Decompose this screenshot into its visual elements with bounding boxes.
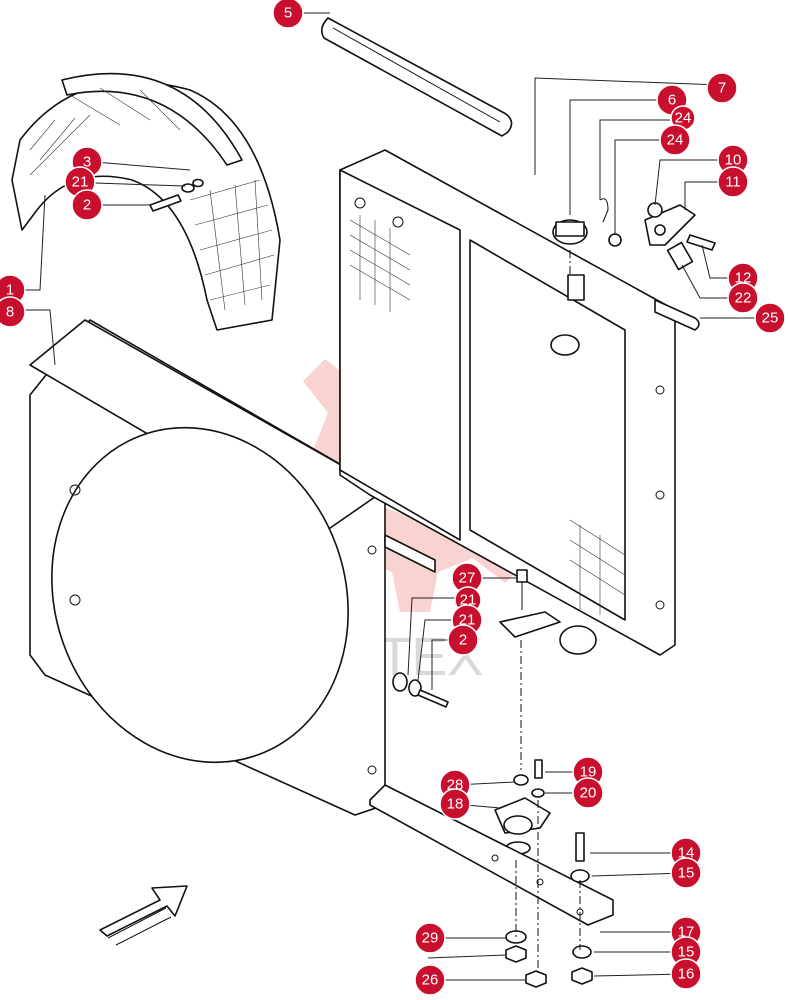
callout-24: 24 <box>659 124 691 156</box>
svg-text:2: 2 <box>459 632 467 649</box>
callout-2-middle: 2 <box>447 624 479 656</box>
svg-text:29: 29 <box>422 930 439 947</box>
svg-text:24: 24 <box>667 132 684 149</box>
svg-text:7: 7 <box>718 80 726 97</box>
callout-15-lower: 15 <box>670 936 702 968</box>
svg-text:24: 24 <box>675 110 692 127</box>
svg-text:19: 19 <box>580 764 597 781</box>
svg-text:2: 2 <box>83 197 91 214</box>
callout-25: 25 <box>754 302 786 334</box>
svg-text:25: 25 <box>762 310 779 327</box>
svg-text:21: 21 <box>72 174 89 191</box>
callout-24-hidden: 24 <box>670 105 696 131</box>
svg-text:18: 18 <box>447 796 464 813</box>
svg-text:11: 11 <box>725 174 741 191</box>
svg-text:15: 15 <box>678 944 695 961</box>
callout-7: 7 <box>706 72 738 104</box>
callout-20: 20 <box>572 777 604 809</box>
hose-part <box>320 17 513 137</box>
callout-8: 8 <box>0 296 26 328</box>
callout-11: 11 <box>717 166 749 198</box>
callout-18: 18 <box>439 788 471 820</box>
radiator-core-part <box>339 149 676 656</box>
arrow-icon <box>99 885 188 946</box>
svg-text:20: 20 <box>580 785 597 802</box>
mount-bolt-part <box>499 569 561 638</box>
svg-text:16: 16 <box>678 966 695 983</box>
callout-10: 10 <box>717 144 749 176</box>
svg-text:12: 12 <box>735 270 752 287</box>
svg-text:17: 17 <box>678 924 695 941</box>
mesh-screen-part <box>11 72 281 331</box>
callout-22: 22 <box>727 282 759 314</box>
svg-text:26: 26 <box>422 972 439 989</box>
svg-text:3: 3 <box>83 154 91 171</box>
svg-text:22: 22 <box>735 290 752 307</box>
svg-text:10: 10 <box>725 152 742 169</box>
svg-text:21: 21 <box>459 612 476 629</box>
radiator-cap-part <box>552 219 588 245</box>
svg-text:1: 1 <box>6 282 14 299</box>
callout-26: 26 <box>414 964 446 996</box>
svg-text:15: 15 <box>678 865 695 882</box>
svg-text:6: 6 <box>668 92 676 109</box>
leader-lines <box>14 12 760 981</box>
svg-text:27: 27 <box>459 570 476 587</box>
callout-15-upper: 15 <box>670 857 702 889</box>
rubber-mount-part <box>494 797 551 855</box>
callout-2-upper: 2 <box>71 189 103 221</box>
svg-text:5: 5 <box>284 5 292 22</box>
support-bar-part <box>369 784 614 926</box>
fan-shroud-part <box>29 319 386 816</box>
callout-29: 29 <box>414 922 446 954</box>
callout-5: 5 <box>272 0 304 29</box>
svg-text:8: 8 <box>6 304 14 321</box>
assembly-lines <box>515 250 581 975</box>
svg-text:14: 14 <box>678 845 695 862</box>
hardware-part <box>149 178 593 988</box>
bracket-part <box>599 198 716 331</box>
svg-text:21: 21 <box>460 592 477 609</box>
callout-16: 16 <box>670 958 702 990</box>
